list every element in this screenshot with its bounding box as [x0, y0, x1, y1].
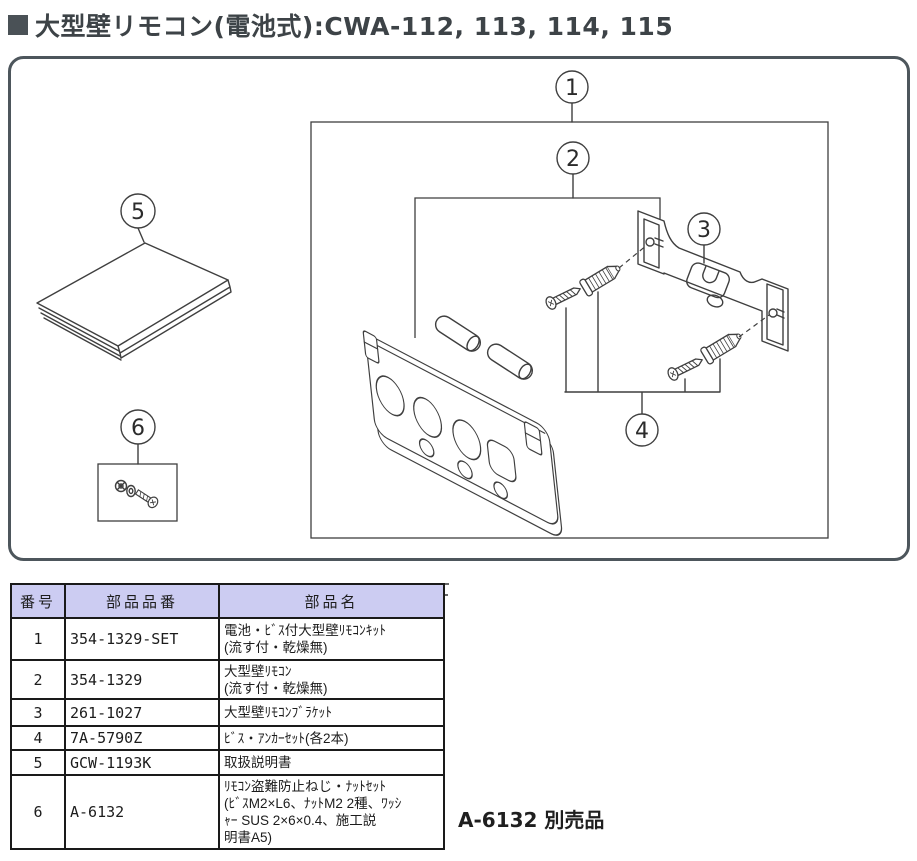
remote-group-box: [414, 197, 661, 338]
mount-corner-cap: [362, 330, 380, 364]
table-row: 1 354-1329-SET 電池・ﾋﾞｽ付大型壁ﾘﾓｺﾝｷｯﾄ (流す付・乾燥…: [10, 617, 445, 661]
small-screw-icon: [134, 489, 159, 509]
anchor-leader-dashed: [618, 244, 648, 269]
nut-icon: [114, 479, 128, 493]
table-row: 6 A-6132 ﾘﾓｺﾝ盗難防止ねじ・ﾅｯﾄｾｯﾄ (ﾋﾞｽM2×L6、ﾅｯﾄ…: [10, 774, 445, 850]
remote-unit-drawing: [362, 330, 563, 536]
header-part-number: 部品品番: [64, 583, 220, 619]
mounting-bracket-drawing: [637, 210, 789, 352]
battery-icon: [486, 343, 534, 380]
svg-text:3: 3: [697, 218, 711, 243]
table-row: 3 261-1027 大型壁ﾘﾓｺﾝﾌﾞﾗｹｯﾄ: [10, 698, 445, 727]
header-part-name: 部品名: [218, 583, 445, 619]
callout-5: 5: [120, 193, 156, 243]
row-number-cell: 6: [10, 774, 66, 850]
kit-group-box: [310, 121, 829, 539]
wall-anchor-icon: [578, 259, 625, 298]
screw-icon: [665, 353, 706, 383]
manual-booklet-drawing: [36, 242, 232, 361]
svg-text:5: 5: [131, 200, 145, 225]
row-number-cell: 5: [10, 749, 66, 776]
row-number-cell: 4: [10, 725, 66, 751]
parts-table: 番号 部品品番 部品名 1 354-1329-SET 電池・ﾋﾞｽ付大型壁ﾘﾓｺ…: [10, 583, 445, 850]
part-number-cell: 354-1329: [64, 659, 220, 700]
row-number-cell: 1: [10, 617, 66, 661]
svg-text:6: 6: [131, 416, 145, 441]
svg-text:4: 4: [635, 419, 649, 444]
screw-boss: [768, 308, 785, 319]
part-name-cell: 取扱説明書: [218, 749, 445, 776]
part-number-cell: 261-1027: [64, 698, 220, 727]
washer-icon: [126, 484, 136, 498]
svg-text:1: 1: [565, 76, 579, 101]
part-name-cell: 大型壁ﾘﾓｺﾝﾌﾞﾗｹｯﾄ: [218, 698, 445, 727]
table-row: 2 354-1329 大型壁ﾘﾓｺﾝ (流す付・乾燥無): [10, 659, 445, 700]
part-number-cell: GCW-1193K: [64, 749, 220, 776]
battery-icon: [434, 315, 482, 352]
part-name-cell: 電池・ﾋﾞｽ付大型壁ﾘﾓｺﾝｷｯﾄ (流す付・乾燥無): [218, 617, 445, 661]
square-bullet-icon: [8, 15, 28, 35]
callout-4: 4: [625, 413, 659, 447]
part-number-cell: A-6132: [64, 774, 220, 850]
mount-corner-cap: [523, 421, 543, 456]
row-number-cell: 3: [10, 698, 66, 727]
callout-2: 2: [556, 141, 590, 199]
callout-1: 1: [555, 70, 589, 123]
page-header: 大型壁リモコン(電池式):CWA-112, 113, 114, 115: [8, 7, 673, 43]
sold-separately-note: A-6132 別売品: [458, 808, 605, 832]
row-number-cell: 2: [10, 659, 66, 700]
part-number-cell: 7A-5790Z: [64, 725, 220, 751]
table-row: 4 7A-5790Z ﾋﾞｽ・ｱﾝｶｰｾｯﾄ(各2本): [10, 725, 445, 751]
screw-icon: [543, 282, 584, 312]
part-name-cell: ﾘﾓｺﾝ盗難防止ねじ・ﾅｯﾄｾｯﾄ (ﾋﾞｽM2×L6、ﾅｯﾄM2 2種、ﾜｯｼ…: [218, 774, 445, 850]
group-4-leader-lines: [564, 291, 721, 415]
table-header-row: 番号 部品品番 部品名: [10, 583, 445, 619]
table-row: 5 GCW-1193K 取扱説明書: [10, 749, 445, 776]
part-number-cell: 354-1329-SET: [64, 617, 220, 661]
page-title: 大型壁リモコン(電池式):CWA-112, 113, 114, 115: [35, 12, 674, 41]
header-number: 番号: [10, 583, 66, 619]
callout-6: 6: [120, 409, 156, 465]
screw-boss: [645, 237, 664, 248]
anchor-leader-dashed: [738, 314, 770, 338]
callout-3: 3: [687, 212, 721, 264]
part-name-cell: ﾋﾞｽ・ｱﾝｶｰｾｯﾄ(各2本): [218, 725, 445, 751]
wall-anchor-icon: [699, 327, 746, 366]
svg-text:2: 2: [566, 147, 580, 172]
diagram-frame: [8, 56, 910, 561]
part-name-cell: 大型壁ﾘﾓｺﾝ (流す付・乾燥無): [218, 659, 445, 700]
screw-set-box-drawing: [97, 463, 178, 522]
